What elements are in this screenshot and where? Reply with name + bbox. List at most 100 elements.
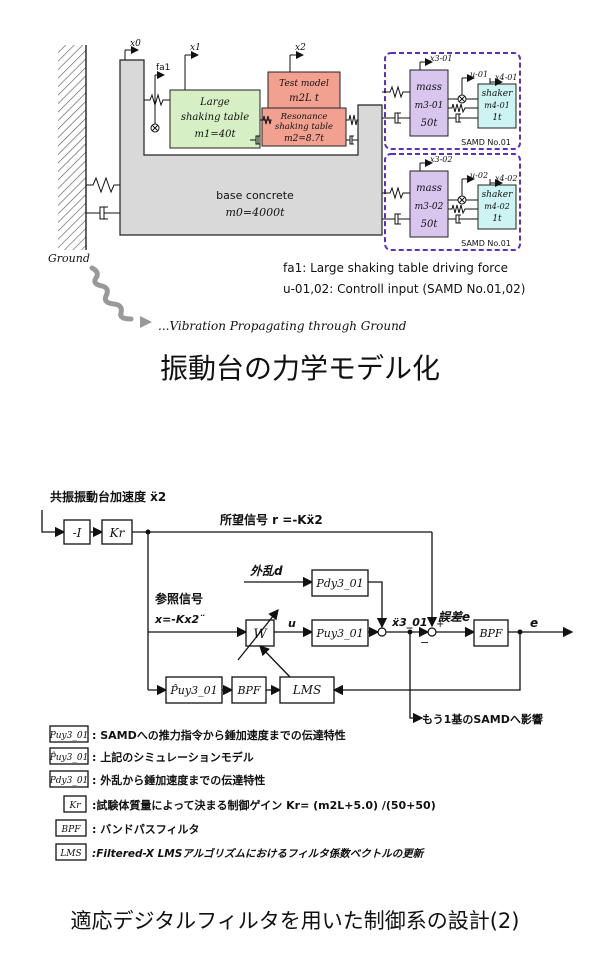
- sum-junction-1: [377, 627, 387, 637]
- svg-text:1t: 1t: [492, 214, 502, 224]
- legend-fa1: fa1: Large shaking table driving force: [283, 261, 508, 275]
- legend-text-bpf: : バンドパスフィルタ: [92, 823, 200, 836]
- base-concrete-block: [119, 59, 383, 236]
- legend-text-puy: : SAMDへの推力指令から錘加速度までの伝達特性: [92, 728, 346, 742]
- mass-block-1: [409, 69, 449, 137]
- x3-label: ẍ3_01: [391, 616, 428, 629]
- coord-x0: x0: [124, 39, 141, 60]
- svg-text:50t: 50t: [421, 118, 439, 129]
- svg-text:50t: 50t: [421, 219, 439, 230]
- svg-text:Puy3_01: Puy3_01: [49, 731, 89, 741]
- ground-spring-icon: [86, 176, 120, 194]
- shaker-block-1: [477, 83, 517, 129]
- bpf-block-2: [231, 676, 267, 704]
- samd-label-2: SAMD No.01: [461, 239, 511, 248]
- fa1-label: fa1: [156, 63, 170, 73]
- svg-text:x3-01: x3-01: [430, 54, 452, 63]
- w-label: W: [253, 627, 268, 642]
- test-model-mass: m2L t: [289, 93, 320, 104]
- svg-text:x4-01: x4-01: [495, 73, 517, 82]
- coord-x3-02: x3-02: [419, 155, 452, 171]
- vibration-wave-icon: [89, 265, 134, 322]
- large-shaking-table: [169, 89, 261, 149]
- svg-text:shaker: shaker: [482, 190, 514, 200]
- ref-label: 参照信号: [155, 591, 203, 606]
- coord-x4-02: x4-02: [489, 174, 517, 187]
- puy-label: Puy3_01: [315, 627, 363, 640]
- desired-signal-label: 所望信号 r =-Kẍ2: [220, 512, 323, 527]
- vibration-label: ...Vibration Propagating through Ground: [158, 319, 407, 333]
- u-label: u: [288, 617, 296, 630]
- spring-icon: [382, 186, 410, 200]
- legend-symbol-puy-hat: [49, 747, 89, 765]
- resonance-mass: m2=8.7t: [284, 134, 324, 144]
- legend-u: u-01,02: Controll input (SAMD No.01,02): [283, 282, 525, 296]
- large-table-mass: m1=40t: [195, 129, 237, 140]
- resonance-label-2: shaking table: [275, 122, 333, 132]
- svg-text:mass: mass: [416, 183, 442, 194]
- pdy-disturbance-block: [311, 569, 369, 597]
- ref-eq: x=-Kx2¨: [154, 613, 205, 626]
- svg-text:m4-02: m4-02: [484, 202, 510, 211]
- sum-junction-2: [427, 627, 437, 637]
- neg-gain-block: [63, 519, 91, 545]
- bpf2-label: BPF: [236, 684, 260, 697]
- shaker-block-2: [477, 184, 517, 230]
- coord-u-02: u-02: [461, 171, 488, 196]
- base-mass: m0=4000t: [225, 206, 285, 219]
- test-model-label: Test model: [279, 79, 329, 89]
- svg-text:u-02: u-02: [470, 171, 488, 180]
- pdy-label: Pdy3_01: [315, 577, 363, 590]
- svg-text:LMS: LMS: [59, 849, 81, 859]
- coord-x4-01: x4-01: [489, 73, 517, 86]
- plus-sign: +: [436, 619, 444, 630]
- svg-text:x0: x0: [130, 39, 141, 49]
- control-block-diagram: 共振振動台加速度 ẍ2 -I Kr 所望信号 r =-Kẍ2 参照信号 x=-K…: [41, 489, 574, 933]
- coord-x1: x1: [184, 43, 201, 90]
- resonance-table-block: [261, 107, 347, 147]
- svg-text:Pdy3_01: Pdy3_01: [49, 776, 89, 786]
- damper-icon: [382, 112, 410, 124]
- legend-symbol-pdy: [49, 770, 89, 788]
- top-caption: 振動台の力学モデル化: [160, 352, 440, 385]
- minus-sign: −: [420, 636, 429, 649]
- input-label: 共振振動台加速度 ẍ2: [50, 489, 166, 504]
- svg-text:u-01: u-01: [470, 70, 488, 79]
- coord-u-01: u-01: [461, 70, 488, 95]
- spring-icon: [346, 114, 358, 126]
- ground-label: Ground: [48, 252, 90, 265]
- svg-text:mass: mass: [416, 82, 442, 93]
- resonance-label-1: Resonance: [280, 112, 328, 122]
- svg-text:m3-02: m3-02: [415, 202, 444, 212]
- test-model-block: [267, 71, 341, 109]
- disturbance-label: 外乱d: [249, 564, 283, 578]
- legend-symbol-puy: [49, 725, 89, 743]
- svg-text:shaker: shaker: [482, 89, 514, 99]
- other-samd-label: もう1基のSAMDへ影響: [422, 712, 543, 726]
- coord-x2: x2: [289, 43, 306, 72]
- damper-icon: [346, 135, 358, 145]
- large-table-label-1: Large: [199, 97, 230, 108]
- legend-symbol-kr: [63, 795, 87, 813]
- bottom-caption: 適応デジタルフィルタを用いた制御系の設計(2): [71, 909, 520, 933]
- damper-icon: [382, 213, 410, 225]
- samd-label-1: SAMD No.01: [461, 138, 511, 147]
- legend: Puy3_01 : SAMDへの推力指令から錘加速度までの伝達特性 P̂uy3_…: [49, 725, 436, 861]
- neg-gain-label: -I: [73, 526, 82, 540]
- svg-text:BPF: BPF: [61, 825, 82, 835]
- ground-damper-icon: [86, 206, 120, 220]
- svg-text:x1: x1: [190, 43, 201, 53]
- svg-text:x3-02: x3-02: [430, 155, 452, 164]
- svg-text:1t: 1t: [492, 113, 502, 123]
- puy-hat-label: P̂uy3_01: [169, 684, 217, 697]
- svg-text:x4-02: x4-02: [495, 174, 517, 183]
- bpf-label: BPF: [478, 627, 502, 640]
- mass-block-2: [409, 170, 449, 238]
- e-label: e: [530, 616, 538, 630]
- kr-gain-label: Kr: [109, 526, 126, 540]
- bpf-block: [473, 619, 509, 647]
- legend-text-puy-hat: : 上記のシミュレーションモデル: [92, 750, 254, 764]
- legend-text-lms: :Filtered-X LMSアルゴリズムにおけるフィルタ係数ベクトルの更新: [92, 847, 426, 860]
- lms-block: [279, 676, 335, 704]
